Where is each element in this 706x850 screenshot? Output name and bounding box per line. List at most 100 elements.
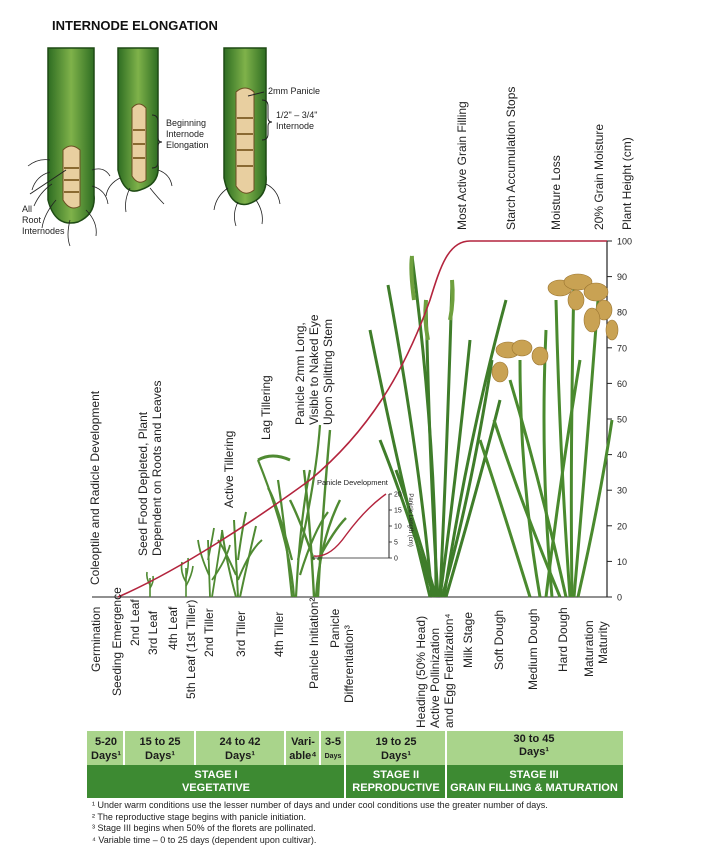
- stage-1-title: STAGE I: [194, 769, 237, 781]
- days-band: 5-20 Days¹ 15 to 25 Days¹ 24 to 42 Days¹…: [87, 731, 623, 765]
- event-seed-food-2: Dependent on Roots and Leaves: [150, 381, 164, 556]
- axis-tick-label: 30: [617, 486, 627, 496]
- stage-3rd-leaf: 3rd Leaf: [146, 610, 160, 655]
- event-starch-accumulation-stops: Starch Accumulation Stops: [504, 87, 518, 230]
- footnote-2: ² The reproductive stage begins with pan…: [92, 811, 306, 822]
- stage-5th-leaf: 5th Leaf (1st Tiller): [184, 600, 198, 699]
- panicle-axis-tick-label: 0: [394, 556, 398, 563]
- label-elongation: Elongation: [166, 140, 209, 150]
- svg-text:1/2" – 3/4"Internode: 1/2" – 3/4"Internode: [276, 110, 317, 131]
- plant-4th-tiller: [256, 424, 329, 598]
- days-3-a: 24 to 42: [220, 736, 261, 748]
- plant-height-curve: [117, 240, 607, 598]
- stem-3-illustration: [213, 47, 281, 227]
- days-1-b: Days¹: [91, 750, 121, 762]
- stage-4th-leaf: 4th Leaf: [166, 606, 180, 650]
- event-coleoptile: Coleoptile and Radicle Development: [88, 390, 102, 585]
- label-all: All: [22, 204, 32, 214]
- days-4-b: able⁴: [289, 750, 316, 762]
- footnote-1: ¹ Under warm conditions use the lesser n…: [92, 800, 548, 810]
- event-lag-tillering: Lag Tillering: [259, 375, 273, 440]
- stage-active-pollinization: Active Pollinization: [428, 628, 442, 728]
- axis-tick-label: 50: [617, 415, 627, 425]
- axis-tick-label: 40: [617, 450, 627, 460]
- axis-tick-label: 20: [617, 521, 627, 531]
- stage-hard-dough: Hard Dough: [556, 607, 570, 672]
- plant-illustrations: [146, 255, 619, 598]
- axis-tick-label: 10: [617, 557, 627, 567]
- event-panicle-visible-3: Upon Splitting Stem: [321, 319, 335, 425]
- axis-tick-label: 70: [617, 343, 627, 353]
- event-most-active-grain-filling: Most Active Grain Filling: [455, 101, 469, 230]
- stem-2-illustration: [105, 47, 173, 213]
- footnote-4: ⁴ Variable time – 0 to 25 days (dependen…: [92, 834, 317, 845]
- plant-heading: [368, 255, 508, 598]
- seedling-2nd-tiller: [197, 527, 231, 598]
- stage-heading: Heading (50% Head): [414, 616, 428, 728]
- stage-4th-tiller: 4th Tiller: [272, 612, 286, 657]
- axis-tick-label: 60: [617, 379, 627, 389]
- svg-text:Panicle 2mm Long,Visible to Na: Panicle 2mm Long,Visible to Naked EyeUpo…: [293, 314, 335, 425]
- stage-2nd-tiller: 2nd Tiller: [202, 608, 216, 657]
- event-moisture-loss: Moisture Loss: [549, 155, 563, 230]
- event-panicle-visible-2: Visible to Naked Eye: [307, 314, 321, 425]
- diagram-title: INTERNODE ELONGATION: [52, 18, 218, 33]
- event-panicle-visible-1: Panicle 2mm Long,: [293, 322, 307, 425]
- axis-tick-label: 0: [617, 593, 622, 603]
- event-20-grain-moisture: 20% Grain Moisture: [592, 124, 606, 230]
- stage-maturation: Maturation: [582, 620, 596, 677]
- stem-1-illustration: [27, 47, 111, 247]
- stage-seeding-emergence: Seeding Emergence: [110, 587, 124, 696]
- stage-medium-dough: Medium Dough: [526, 609, 540, 690]
- svg-text:Seed Food Depleted, PlantDepen: Seed Food Depleted, PlantDependent on Ro…: [136, 381, 164, 556]
- label-beginning: Beginning: [166, 118, 206, 128]
- axis-title-plant-height: Plant Height (cm): [620, 137, 634, 230]
- days-4-a: Vari-: [291, 736, 315, 748]
- days-2-b: Days¹: [145, 750, 175, 762]
- seedling-2nd-leaf: [146, 571, 154, 597]
- event-seed-food-1: Seed Food Depleted, Plant: [136, 411, 150, 556]
- label-internode-2: Internode: [276, 121, 314, 131]
- event-active-tillering: Active Tillering: [222, 431, 236, 508]
- days-5-b: Days: [325, 753, 342, 760]
- stage-3-name: GRAIN FILLING & MATURATION: [450, 782, 618, 794]
- panicle-axis-tick-label: 5: [394, 540, 398, 547]
- axis-tick-label: 90: [617, 272, 627, 282]
- label-internodes: Internodes: [22, 226, 65, 236]
- panicle-axis-tick-label: 15: [394, 508, 402, 515]
- stage-3rd-tiller: 3rd Tiller: [234, 611, 248, 657]
- days-6-a: 19 to 25: [376, 736, 417, 748]
- plant-maturity: [478, 273, 619, 598]
- days-7-b: Days¹: [519, 746, 549, 758]
- panicle-axis-tick-label: 10: [394, 524, 402, 531]
- stage-soft-dough: Soft Dough: [492, 610, 506, 670]
- plant-panicle-initiation: [288, 429, 347, 598]
- stage-maturity: Maturity: [596, 621, 610, 664]
- stage-1-name: VEGETATIVE: [182, 782, 250, 794]
- label-root: Root: [22, 215, 42, 225]
- stage-2-title: STAGE II: [373, 769, 419, 781]
- label-internode-length: 1/2" – 3/4": [276, 110, 317, 120]
- panicle-axis-title: Panicle Length (cm): [407, 493, 413, 546]
- axis-tick-label: 100: [617, 237, 632, 247]
- footnote-3: ³ Stage III begins when 50% of the flore…: [92, 823, 316, 834]
- days-2-a: 15 to 25: [140, 736, 181, 748]
- stage-germination: Germination: [89, 607, 103, 672]
- days-1-a: 5-20: [95, 736, 117, 748]
- stage-milk: Milk Stage: [461, 612, 475, 668]
- label-2mm-panicle: 2mm Panicle: [268, 86, 320, 96]
- days-5-a: 3-5: [325, 736, 341, 748]
- footnotes: ¹ Under warm conditions use the lesser n…: [92, 800, 692, 846]
- stage-panicle-initiation: Panicle Initiation²: [307, 598, 321, 689]
- days-3-b: Days¹: [225, 750, 255, 762]
- days-6-b: Days¹: [381, 750, 411, 762]
- panicle-inset-title: Panicle Development: [317, 478, 389, 487]
- stage-band: STAGE I VEGETATIVE STAGE II REPRODUCTIVE…: [87, 765, 623, 798]
- stage-differentiation: Differentiation³: [342, 625, 356, 703]
